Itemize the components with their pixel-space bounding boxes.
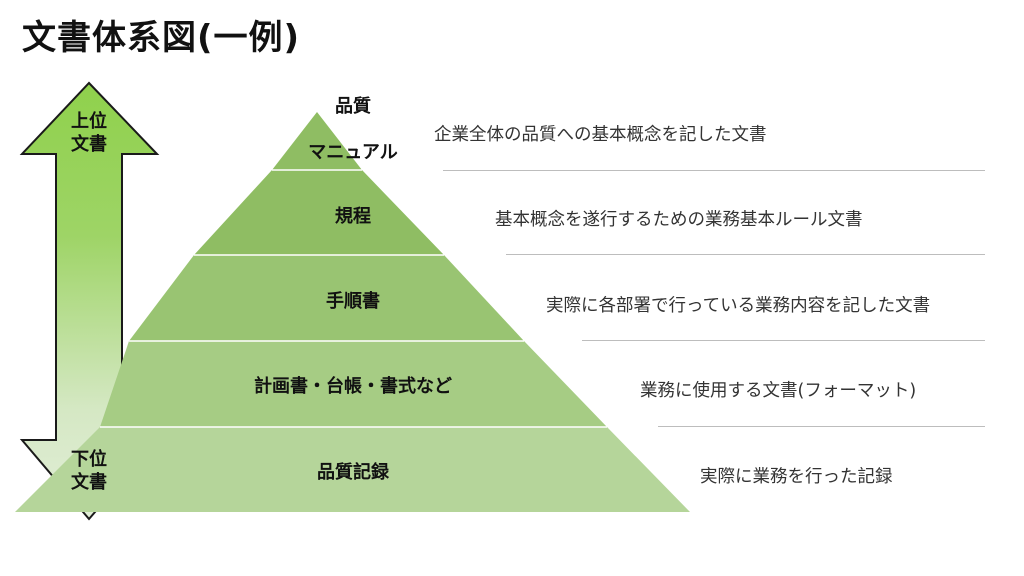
- tier-4-description: 業務に使用する文書(フォーマット): [640, 381, 917, 401]
- separator-line: [443, 170, 985, 171]
- tier-5-description: 実際に業務を行った記録: [700, 467, 893, 487]
- pyramid-tier-3: [129, 255, 524, 341]
- page-title: 文書体系図(一例): [22, 18, 301, 58]
- pyramid-tier-5: [15, 427, 690, 512]
- separator-line: [506, 254, 985, 255]
- tier-1-label-line2: マニュアル: [308, 142, 398, 163]
- arrow-top-label: 上位 文書: [59, 110, 119, 156]
- tier-1-description: 企業全体の品質への基本概念を記した文書: [434, 125, 767, 145]
- tier-5-label: 品質記録: [317, 462, 389, 483]
- arrow-top-label-line1: 上位: [71, 111, 107, 132]
- arrow-top-label-line2: 文書: [71, 134, 107, 155]
- tier-3-description: 実際に各部署で行っている業務内容を記した文書: [546, 296, 931, 316]
- pyramid-tier-4: [100, 341, 607, 427]
- arrow-bottom-label-line1: 下位: [71, 449, 107, 470]
- tier-3-label: 手順書: [326, 291, 380, 312]
- tier-2-description: 基本概念を遂行するための業務基本ルール文書: [495, 210, 863, 230]
- tier-2-label: 規程: [335, 206, 371, 227]
- double-arrow-icon: [19, 81, 160, 521]
- pyramid-tier-2: [194, 170, 444, 255]
- arrow-bottom-label: 下位 文書: [59, 448, 119, 494]
- tier-4-label: 計画書・台帳・書式など: [254, 376, 452, 397]
- pyramid-tier-1: [272, 112, 362, 170]
- arrow-bottom-label-line2: 文書: [71, 472, 107, 493]
- separator-line: [658, 426, 985, 427]
- tier-1-label-line1: 品質: [335, 96, 371, 117]
- separator-line: [582, 340, 985, 341]
